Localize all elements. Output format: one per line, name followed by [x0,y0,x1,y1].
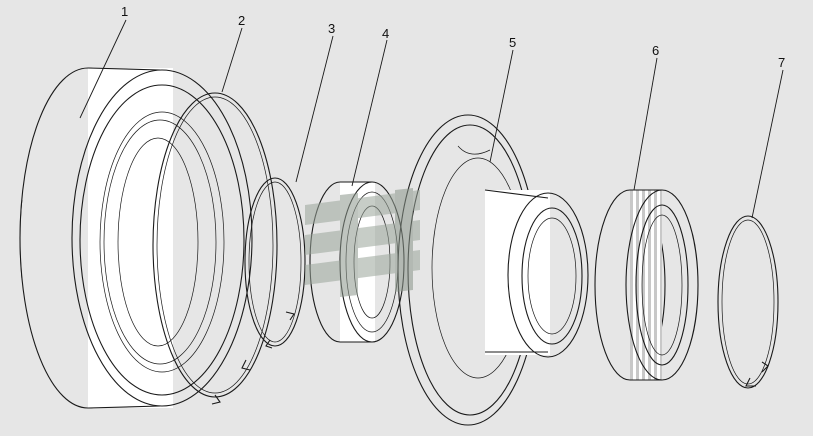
part-7-snap-ring [717,215,779,389]
callout-6: 6 [652,43,659,58]
callout-3: 3 [328,21,335,36]
leader-lines [79,19,784,219]
part-6-splined-ring [594,189,699,381]
watermark-logo [305,188,420,297]
callouts: 1 2 3 4 5 6 7 [121,4,785,70]
part-5-flange-gear-hub [397,114,589,426]
callout-7: 7 [778,55,785,70]
part-3-snap-ring [244,177,306,349]
part-2-large-snap-ring [152,92,278,405]
part-1-ring-gear-drum [19,67,253,409]
callout-5: 5 [509,35,516,50]
callout-2: 2 [238,13,245,28]
callout-4: 4 [382,26,389,41]
callout-1: 1 [121,4,128,19]
